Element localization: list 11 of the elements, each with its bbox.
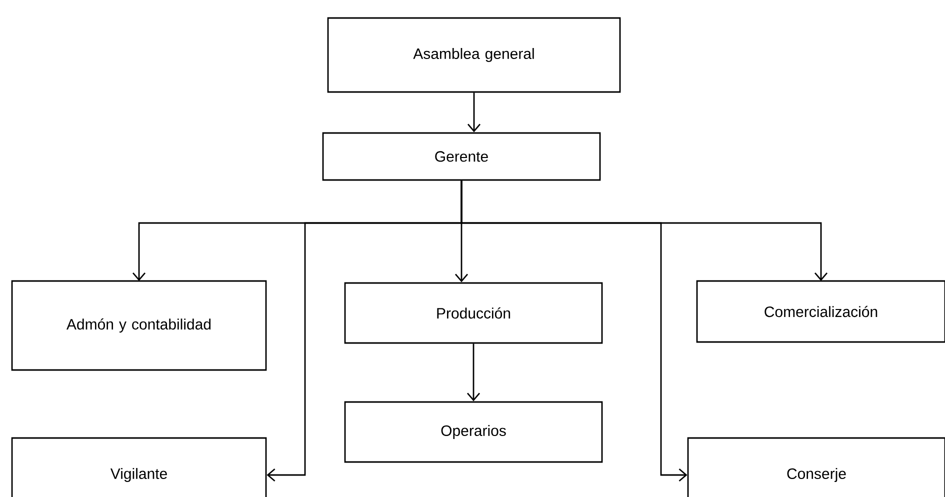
org-box: Conserje bbox=[687, 437, 945, 497]
org-box: Vigilante bbox=[11, 437, 267, 497]
connector-arrow bbox=[460, 180, 688, 482]
connector-arrow bbox=[466, 344, 480, 402]
connector-arrow bbox=[467, 92, 481, 132]
org-box: Comercialización bbox=[696, 280, 945, 343]
org-box: Producción bbox=[344, 282, 603, 344]
org-box: Asamblea general bbox=[327, 17, 621, 93]
org-box: Gerente bbox=[322, 132, 601, 181]
org-box: Operarios bbox=[344, 401, 603, 463]
org-box: Admón y contabilidad bbox=[11, 280, 267, 371]
